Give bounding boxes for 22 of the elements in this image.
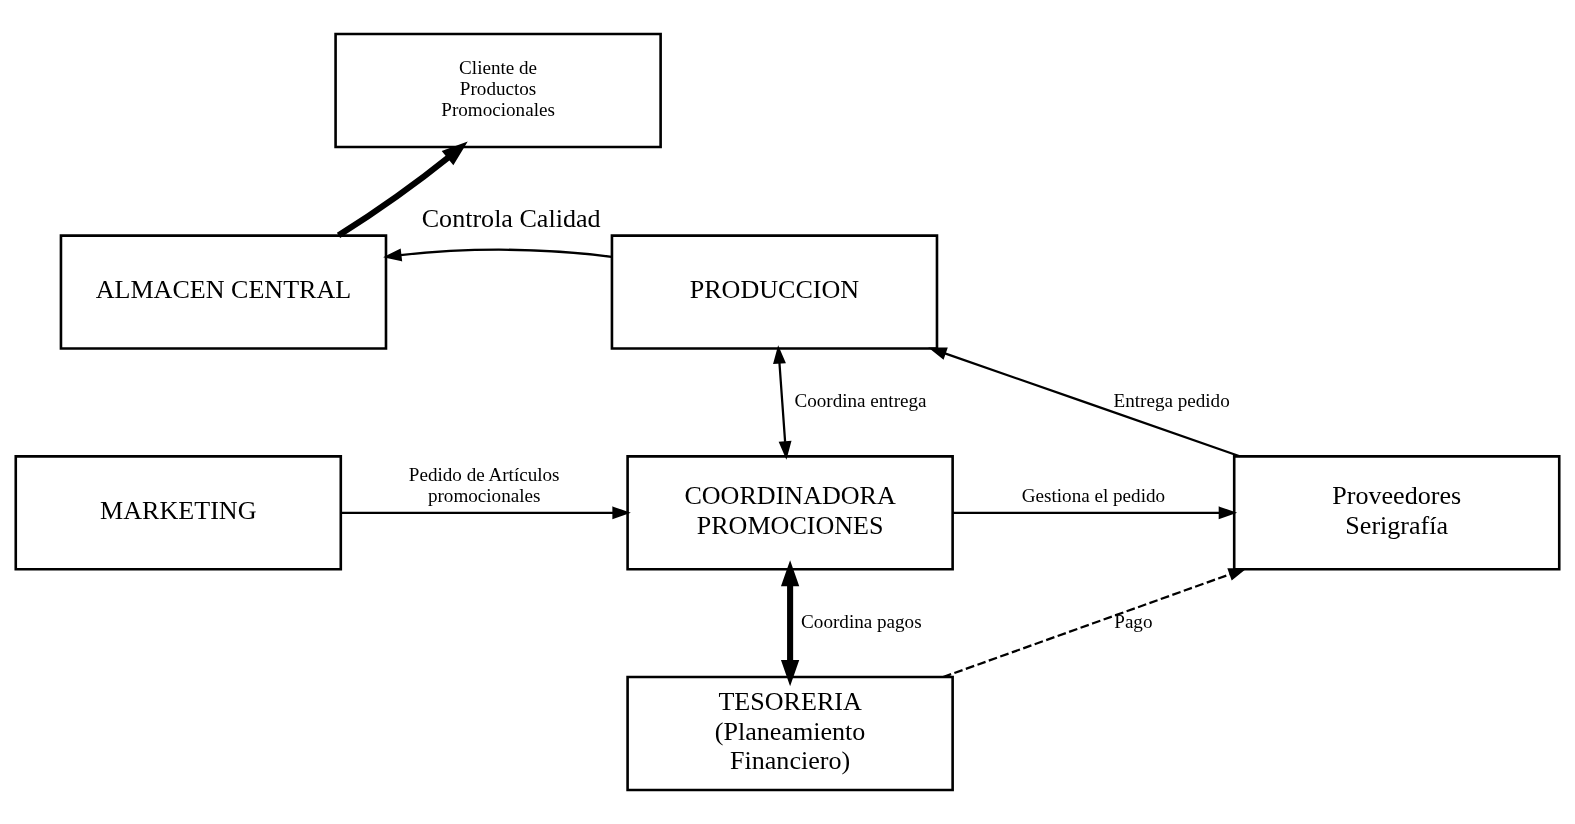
edge-label: Entrega pedido — [1113, 390, 1230, 412]
edge-label: Pedido de Artículos promocionales — [408, 464, 560, 507]
arrow — [928, 347, 1241, 458]
node-box: TESORERIA (Planeamiento Financiero) — [626, 675, 954, 792]
arrow — [942, 568, 1247, 679]
node-box: Cliente de Productos Promocionales — [334, 32, 662, 149]
node-box: COORDINADORA PROMOCIONES — [626, 455, 954, 571]
edge-label: Pago — [1114, 611, 1153, 633]
node-box: ALMACEN CENTRAL — [59, 234, 388, 350]
edge-label: Coordina pagos — [801, 611, 922, 633]
node-box: MARKETING — [14, 455, 343, 571]
edge-label: Gestiona el pedido — [1021, 485, 1166, 507]
arrow — [780, 560, 800, 687]
arrow — [773, 345, 792, 460]
arrow — [341, 506, 631, 520]
node-box: PRODUCCION — [610, 234, 939, 350]
edge-label: Coordina entrega — [794, 390, 927, 412]
node-box: Proveedores Serigrafía — [1232, 455, 1561, 571]
arrow — [336, 141, 468, 238]
arrow — [383, 248, 612, 262]
arrow — [952, 506, 1238, 520]
node-label: Controla Calidad — [421, 203, 601, 233]
